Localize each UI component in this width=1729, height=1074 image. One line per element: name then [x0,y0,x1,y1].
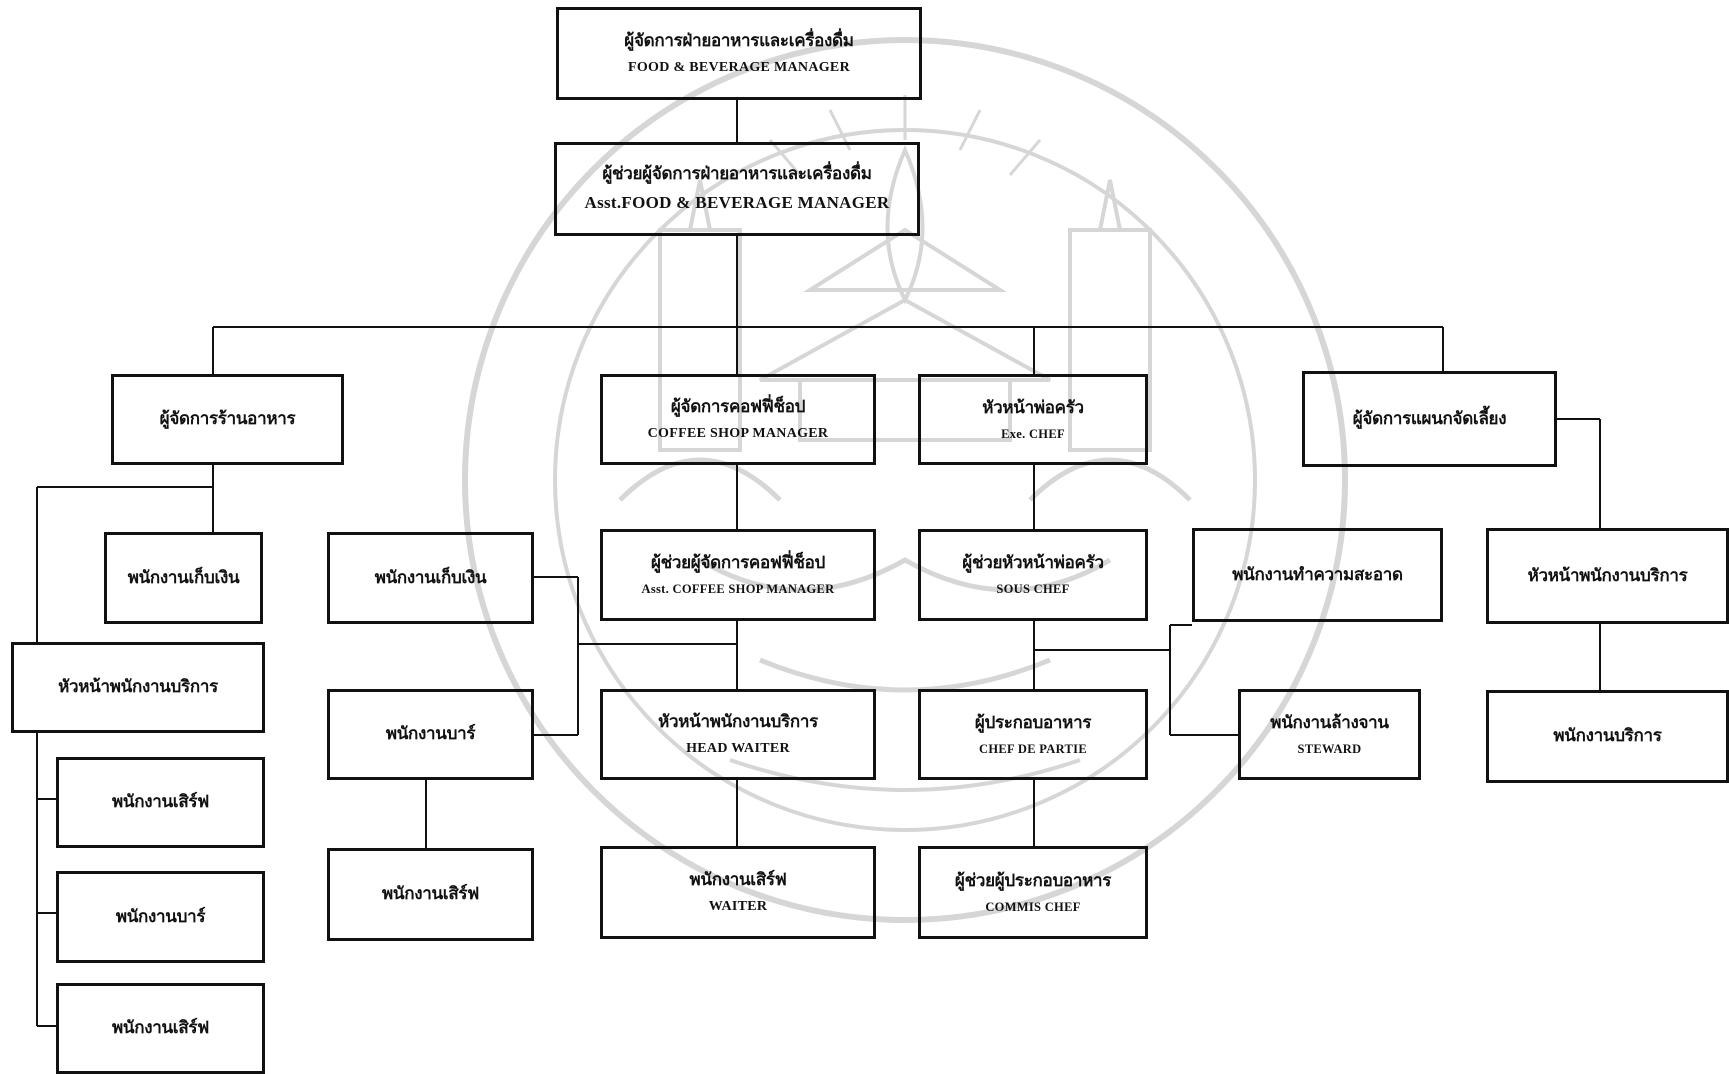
waiter-th: พนักงานเสิร์ฟ [689,869,787,890]
banquet-manager-th: ผู้จัดการแผนกจัดเลี้ยง [1352,408,1507,429]
steward-en: STEWARD [1297,741,1362,756]
coffee-shop-manager-box: ผู้จัดการคอฟฟี่ช็อป COFFEE SHOP MANAGER [600,374,876,465]
commis-chef-box: ผู้ช่วยผู้ประกอบอาหาร COMMIS CHEF [918,846,1148,939]
sous-chef-box: ผู้ช่วยหัวหน้าพ่อครัว SOUS CHEF [918,529,1148,621]
banquet-service-staff-th: พนักงานบริการ [1553,726,1662,747]
restaurant-waiter-2-th: พนักงานเสิร์ฟ [112,1018,209,1039]
head-waiter-th: หัวหน้าพนักงานบริการ [658,711,818,732]
banquet-manager-box: ผู้จัดการแผนกจัดเลี้ยง [1302,371,1557,467]
waiter-box: พนักงานเสิร์ฟ WAITER [600,846,876,939]
restaurant-waiter-1-th: พนักงานเสิร์ฟ [112,792,209,813]
restaurant-waiter-2-box: พนักงานเสิร์ฟ [56,983,265,1074]
restaurant-cashier-th: พนักงานเก็บเงิน [127,567,240,588]
head-waiter-box: หัวหน้าพนักงานบริการ HEAD WAITER [600,689,876,780]
sous-chef-th: ผู้ช่วยหัวหน้าพ่อครัว [962,553,1104,574]
executive-chef-box: หัวหน้าพ่อครัว Exe. CHEF [918,374,1148,465]
head-waiter-en: HEAD WAITER [686,740,790,756]
sous-chef-en: SOUS CHEF [996,582,1070,597]
food-beverage-manager-box: ผู้จัดการฝ่ายอาหารและเครื่องดื่ม FOOD & … [556,7,922,100]
coffee-shop-waiter-staff-box: พนักงานเสิร์ฟ [327,848,534,941]
asst-coffee-shop-manager-box: ผู้ช่วยผู้จัดการคอฟฟี่ช็อป Asst. COFFEE … [600,529,876,621]
steward-th: พนักงานล้างจาน [1270,712,1389,733]
restaurant-head-service-th: หัวหน้าพนักงานบริการ [58,677,218,698]
chef-de-partie-th: ผู้ประกอบอาหาร [974,712,1092,733]
steward-box: พนักงานล้างจาน STEWARD [1238,689,1421,780]
coffee-shop-manager-th: ผู้จัดการคอฟฟี่ช็อป [670,396,806,417]
banquet-service-staff-box: พนักงานบริการ [1486,690,1729,783]
asst-food-beverage-manager-en: Asst.FOOD & BEVERAGE MANAGER [584,193,890,212]
banquet-head-service-th: หัวหน้าพนักงานบริการ [1527,565,1688,586]
waiter-en: WAITER [708,898,768,914]
food-beverage-manager-th: ผู้จัดการฝ่ายอาหารและเครื่องดื่ม [624,30,854,51]
asst-coffee-shop-manager-en: Asst. COFFEE SHOP MANAGER [641,582,835,597]
cleaner-box: พนักงานทำความสะอาด [1192,528,1443,622]
restaurant-manager-th: ผู้จัดการร้านอาหาร [159,409,296,430]
executive-chef-th: หัวหน้าพ่อครัว [982,397,1084,418]
coffee-shop-cashier-box: พนักงานเก็บเงิน [327,532,534,624]
restaurant-manager-box: ผู้จัดการร้านอาหาร [111,374,344,465]
restaurant-cashier-box: พนักงานเก็บเงิน [104,532,263,624]
asst-food-beverage-manager-box: ผู้ช่วยผู้จัดการฝ่ายอาหารและเครื่องดื่ม … [554,142,920,236]
coffee-shop-cashier-th: พนักงานเก็บเงิน [374,567,487,588]
commis-chef-th: ผู้ช่วยผู้ประกอบอาหาร [954,870,1112,891]
restaurant-bartender-th: พนักงานบาร์ [115,906,206,927]
restaurant-bartender-box: พนักงานบาร์ [56,871,265,963]
asst-food-beverage-manager-th: ผู้ช่วยผู้จัดการฝ่ายอาหารและเครื่องดื่ม [602,164,872,185]
chef-de-partie-box: ผู้ประกอบอาหาร CHEF DE PARTIE [918,689,1148,780]
food-beverage-manager-en: FOOD & BEVERAGE MANAGER [628,59,850,75]
restaurant-waiter-1-box: พนักงานเสิร์ฟ [56,757,265,848]
cleaner-th: พนักงานทำความสะอาด [1232,564,1403,585]
coffee-shop-bartender-box: พนักงานบาร์ [327,689,534,780]
coffee-shop-waiter-staff-th: พนักงานเสิร์ฟ [382,884,479,905]
executive-chef-en: Exe. CHEF [1001,426,1065,441]
banquet-head-service-box: หัวหน้าพนักงานบริการ [1486,528,1729,624]
restaurant-head-service-box: หัวหน้าพนักงานบริการ [11,642,265,733]
commis-chef-en: COMMIS CHEF [985,899,1081,914]
coffee-shop-bartender-th: พนักงานบาร์ [385,724,476,745]
chef-de-partie-en: CHEF DE PARTIE [979,741,1087,756]
asst-coffee-shop-manager-th: ผู้ช่วยผู้จัดการคอฟฟี่ช็อป [650,553,826,574]
coffee-shop-manager-en: COFFEE SHOP MANAGER [647,425,829,441]
